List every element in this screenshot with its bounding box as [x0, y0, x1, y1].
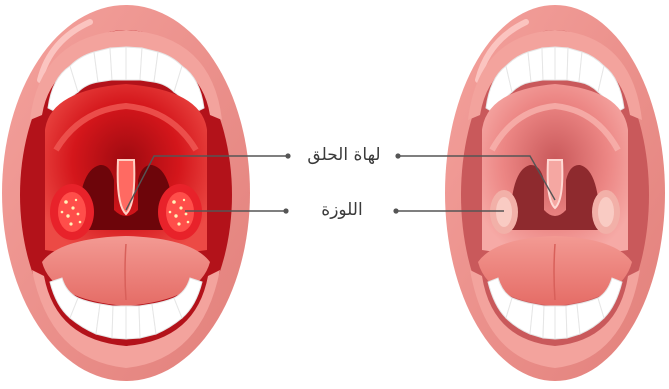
tonsil-label: اللوزة [300, 200, 384, 220]
inflamed-tonsil-left [50, 184, 94, 240]
healthy-tonsil-right [592, 190, 620, 234]
inflamed-tonsil-right [158, 184, 202, 240]
healthy-mouth [445, 5, 665, 381]
healthy-uvula [548, 160, 563, 208]
healthy-tonsil-left [490, 190, 518, 234]
uvula-label: لهاة الحلق [294, 145, 394, 165]
inflamed-mouth [2, 5, 250, 381]
